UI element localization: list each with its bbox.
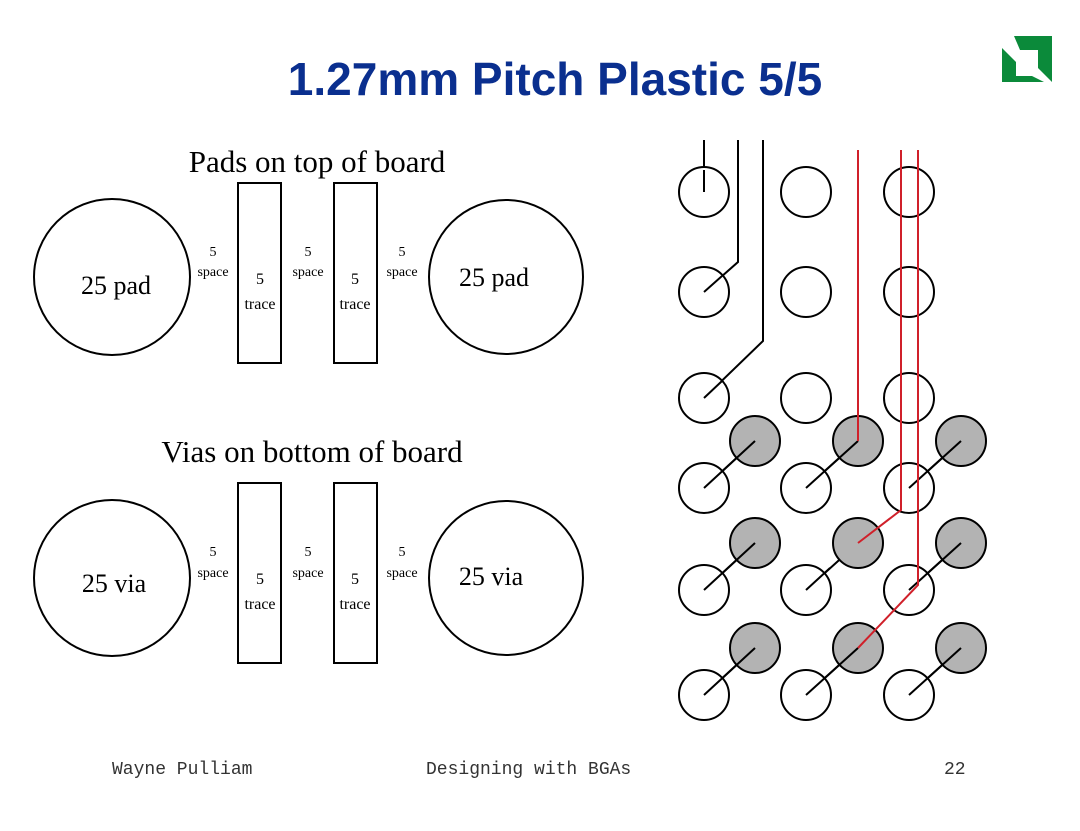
footer-page-number: 22 <box>944 760 966 780</box>
bottom-space-3-num: 5 <box>399 545 406 560</box>
bottom-heading: Vias on bottom of board <box>161 434 463 469</box>
bottom-space-3-label: space <box>386 566 417 581</box>
top-trace-1 <box>237 182 282 364</box>
bottom-left-via <box>33 499 191 657</box>
bottom-space-2-num: 5 <box>305 545 312 560</box>
top-trace-1-label: trace <box>244 296 275 313</box>
pad-r3c3 <box>883 372 935 424</box>
pad-stub-r5c1 <box>703 542 756 591</box>
red-trace-2 <box>857 150 902 544</box>
bottom-trace-1 <box>237 482 282 664</box>
spacing-diagram: Pads on top of board 25 pad 25 pad 5 spa… <box>33 144 584 664</box>
footer-author: Wayne Pulliam <box>112 760 253 780</box>
pad-r3c2 <box>780 372 832 424</box>
pad-r1c3 <box>883 166 935 218</box>
highlight-traces <box>857 150 919 649</box>
pad-stub-r4c2 <box>805 440 859 489</box>
bottom-trace-2-num: 5 <box>351 571 359 588</box>
top-space-1-label: space <box>197 265 228 280</box>
pad-stub-r2c1 <box>703 275 723 293</box>
bottom-trace-2 <box>333 482 378 664</box>
top-space-3-num: 5 <box>399 245 406 260</box>
pad-stub-r6c2 <box>805 647 859 696</box>
top-left-pad <box>33 198 191 356</box>
top-right-pad-label: 25 pad <box>459 263 529 292</box>
bottom-right-via-label: 25 via <box>459 562 524 591</box>
pad-stub-r5c2 <box>805 567 831 591</box>
pad-stub-r3c1 <box>703 380 723 399</box>
pad-r2c2 <box>780 266 832 318</box>
footer-presentation-title: Designing with BGAs <box>426 760 632 780</box>
bga-vias <box>729 415 987 674</box>
pad-stub-r4c1 <box>703 440 756 489</box>
top-trace-1-num: 5 <box>256 271 264 288</box>
top-space-2-num: 5 <box>305 245 312 260</box>
bottom-trace-1-label: trace <box>244 596 275 613</box>
pad-stub-r6c3 <box>908 647 962 696</box>
pad-r2c3 <box>883 266 935 318</box>
red-trace-3 <box>857 150 919 649</box>
top-trace-2-num: 5 <box>351 271 359 288</box>
bottom-left-via-label: 25 via <box>82 569 147 598</box>
top-trace-2 <box>333 182 378 364</box>
bottom-right-via <box>428 500 584 656</box>
top-trace-2-label: trace <box>339 296 370 313</box>
bottom-space-1-num: 5 <box>210 545 217 560</box>
slide-title: 1.27mm Pitch Plastic 5/5 <box>287 53 823 105</box>
top-right-pad <box>428 199 584 355</box>
escape-trace-row3 <box>703 140 764 399</box>
amd-logo-icon <box>1002 36 1052 82</box>
bga-routing-diagram <box>678 140 987 721</box>
top-space-2-label: space <box>292 265 323 280</box>
bottom-trace-1-num: 5 <box>256 571 264 588</box>
top-heading: Pads on top of board <box>189 144 446 179</box>
pad-stub-r6c1 <box>703 647 756 696</box>
bottom-space-1-label: space <box>197 566 228 581</box>
top-space-1-num: 5 <box>210 245 217 260</box>
bottom-space-2-label: space <box>292 566 323 581</box>
top-left-pad-label: 25 pad <box>81 271 151 300</box>
pad-r1c2 <box>780 166 832 218</box>
top-space-3-label: space <box>386 265 417 280</box>
bottom-trace-2-label: trace <box>339 596 370 613</box>
